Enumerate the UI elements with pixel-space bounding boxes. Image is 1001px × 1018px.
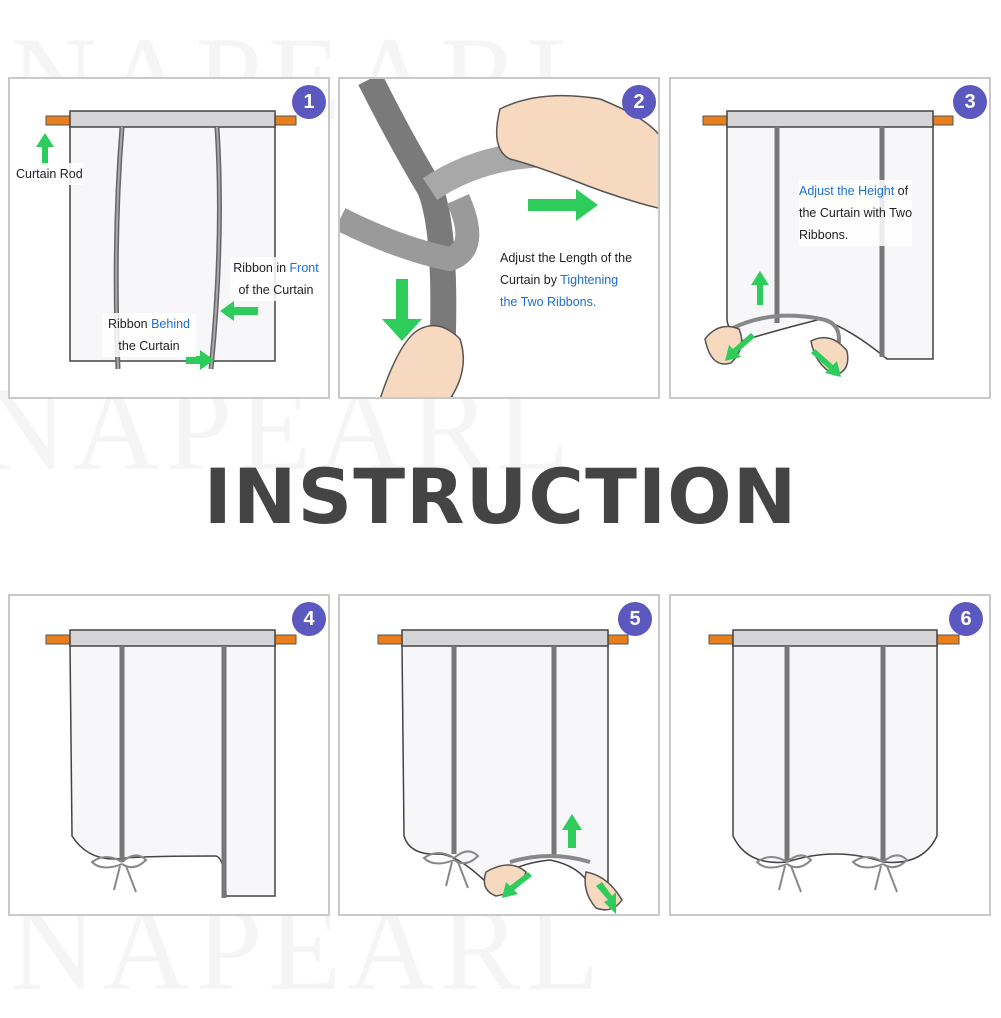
arrow-down-left-icon (502, 872, 532, 898)
label-highlight: the Two Ribbons. (500, 295, 597, 309)
label-highlight: Behind (151, 317, 191, 331)
step-6-illustration (708, 629, 960, 893)
step-number-badge: 6 (949, 602, 983, 636)
step-panel-2: 2 Adjust the Length of the Curtain by Ti… (338, 77, 660, 399)
arrow-up-icon (562, 814, 582, 848)
arrow-down-icon (382, 279, 422, 341)
step-panel-1: 1 Curtain Rod Ribbon in Front of the Cur… (8, 77, 330, 399)
step-number-badge: 2 (622, 85, 656, 119)
ribbon-bow-icon (90, 854, 148, 893)
curtain-rod-label: Curtain Rod (16, 163, 83, 185)
hand-icon (379, 324, 465, 397)
step-2-caption: Adjust the Length of the Curtain by Tigh… (500, 247, 633, 313)
page-title: INSTRUCTION (203, 452, 798, 541)
step-panel-4: 4 (8, 594, 330, 916)
label-text: Ribbons. (799, 228, 849, 242)
step-4-illustration (45, 629, 297, 898)
arrow-right-icon (186, 350, 214, 370)
hand-icon (704, 325, 743, 365)
label-highlight: Front (289, 261, 319, 275)
label-text: the Curtain (118, 339, 180, 353)
step-number-badge: 5 (618, 602, 652, 636)
ribbon-bow-icon (851, 854, 909, 893)
ribbon-behind-label: Ribbon Behind the Curtain (102, 313, 196, 357)
step-3-caption: Adjust the Height of the Curtain with Tw… (799, 180, 913, 246)
label-text: Curtain by (500, 273, 561, 287)
ribbon-bow-icon (755, 854, 813, 893)
label-text: of (894, 184, 909, 198)
step-number-badge: 4 (292, 602, 326, 636)
label-highlight: Adjust the Height (799, 184, 895, 198)
arrow-up-icon (36, 133, 54, 165)
hand-icon (495, 94, 658, 209)
step-number-badge: 1 (292, 85, 326, 119)
ribbon-bow-icon (422, 850, 480, 889)
step-panel-6: 6 (669, 594, 991, 916)
step-5-illustration (377, 629, 629, 914)
label-highlight: Tightening (560, 273, 619, 287)
ribbon-front-label: Ribbon in Front of the Curtain (230, 257, 322, 301)
step-number-badge: 3 (953, 85, 987, 119)
label-text: Adjust the Length of the (500, 251, 633, 265)
arrow-left-icon (220, 301, 258, 321)
arrow-down-right-icon (811, 349, 841, 377)
arrow-down-right-icon (596, 882, 616, 914)
arrow-up-icon (751, 271, 769, 305)
label-text: Ribbon in (233, 261, 290, 275)
arrow-down-left-icon (725, 333, 755, 361)
label-text: the Curtain with Two (799, 206, 913, 220)
step-panel-5: 5 (338, 594, 660, 916)
arrow-right-icon (528, 189, 598, 221)
hand-icon (810, 336, 849, 376)
label-text: of the Curtain (238, 283, 314, 297)
step-2-illustration (340, 79, 658, 397)
label-text: Ribbon (107, 317, 152, 331)
step-panel-3: 3 Adjust the Height of the Curtain with … (669, 77, 991, 399)
